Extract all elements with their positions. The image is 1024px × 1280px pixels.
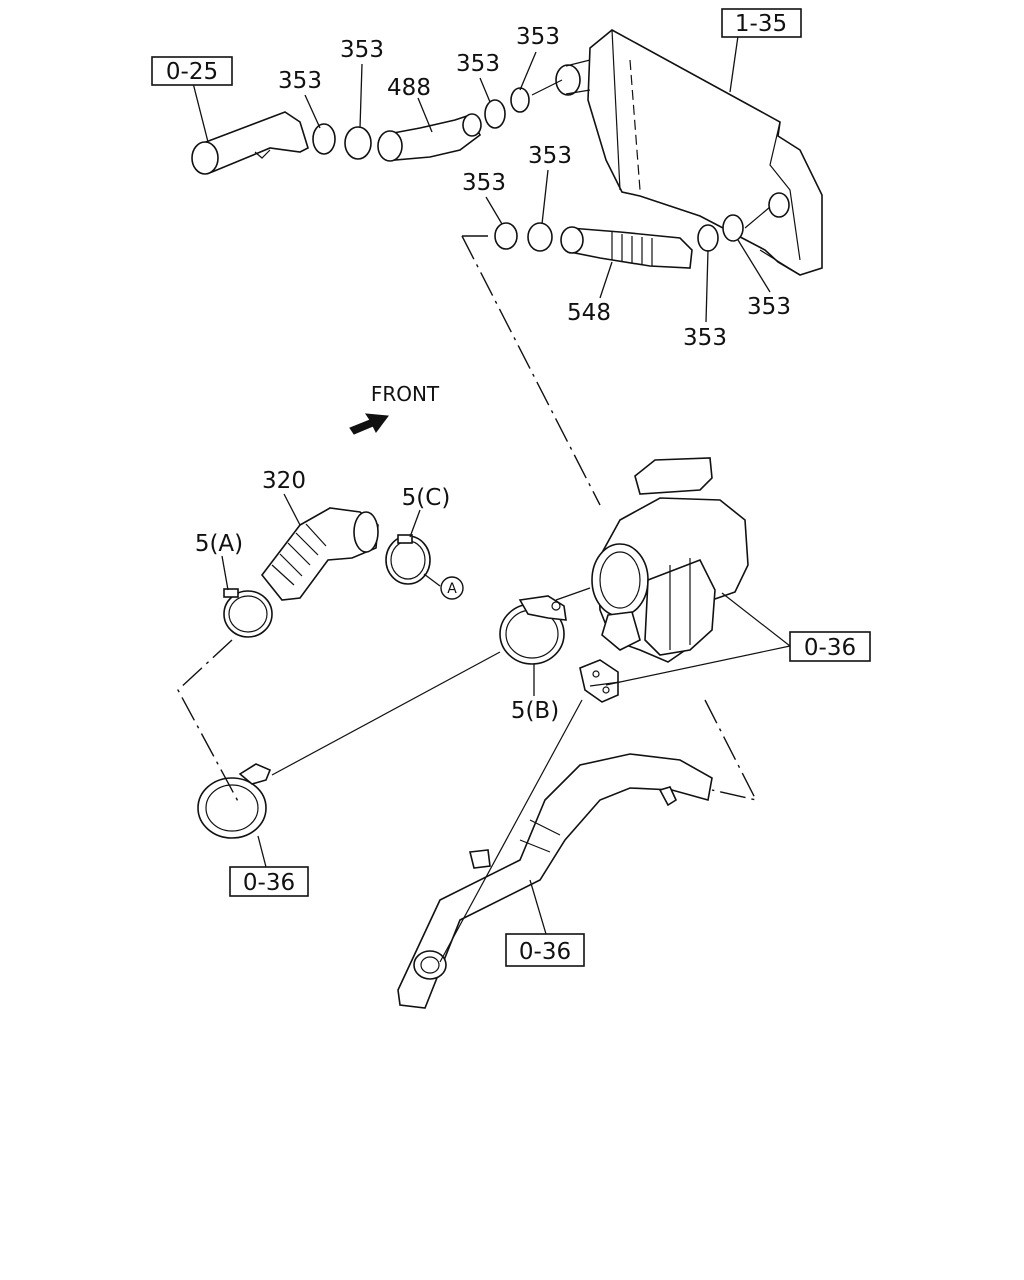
part-353-label: 353	[456, 51, 500, 77]
part-5b-label: 5(B)	[511, 698, 559, 724]
gasket	[579, 659, 619, 703]
part-353-label: 353	[747, 294, 791, 320]
ref-0-36-right-label: 0-36	[804, 635, 856, 661]
clamp-5c	[385, 534, 431, 585]
pipe-fitting-left	[197, 763, 272, 839]
ref-1-35-label: 1-35	[735, 11, 787, 37]
ref-0-36-right: 0-36	[789, 631, 871, 662]
part-353-label: 353	[528, 143, 572, 169]
ref-0-36-left-label: 0-36	[243, 870, 295, 896]
clamp-5a	[223, 588, 273, 638]
intercooler	[555, 29, 823, 276]
ref-0-36-bottom-label: 0-36	[519, 939, 571, 965]
part-353-label: 353	[516, 24, 560, 50]
clamp-5b	[499, 595, 567, 665]
hose-548	[560, 226, 693, 269]
part-5c-label: 5(C)	[402, 485, 451, 511]
pipe-0-25	[191, 111, 309, 175]
part-548-label: 548	[567, 300, 611, 326]
callout-a: A	[440, 576, 464, 600]
leader-lines	[192, 35, 771, 935]
front-label: FRONT	[371, 382, 440, 406]
part-320-label: 320	[262, 468, 306, 494]
part-488-label: 488	[387, 75, 431, 101]
ref-0-25-label: 0-25	[166, 59, 218, 85]
clamps-top	[312, 87, 744, 252]
callout-a-label: A	[447, 581, 457, 597]
pipe-lower	[397, 753, 713, 1009]
front-arrow-icon	[349, 413, 389, 435]
turbocharger	[591, 457, 749, 663]
hose-488	[377, 113, 482, 162]
part-353-label: 353	[278, 68, 322, 94]
ref-1-35: 1-35	[721, 8, 802, 38]
ref-0-36-bottom: 0-36	[505, 933, 585, 967]
part-353-label: 353	[340, 37, 384, 63]
ref-0-25: 0-25	[151, 56, 233, 86]
part-353-label: 353	[683, 325, 727, 351]
part-353-label: 353	[462, 170, 506, 196]
ref-0-36-left: 0-36	[229, 866, 309, 897]
hose-320	[260, 507, 379, 601]
part-5a-label: 5(A)	[195, 531, 243, 557]
